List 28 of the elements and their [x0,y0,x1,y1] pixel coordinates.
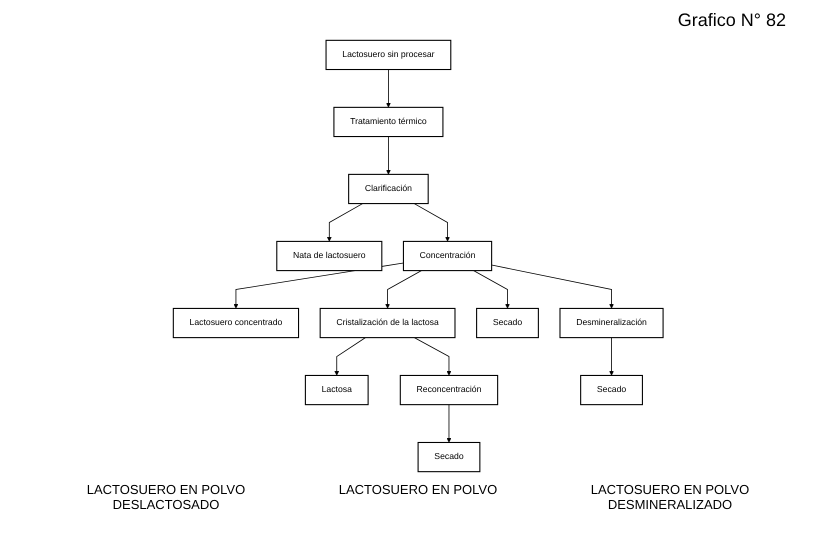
diagram-title: Grafico N° 82 [678,10,786,31]
node-box: Secado [417,442,480,472]
arrow [386,69,391,108]
node-box: Secado [580,374,643,406]
arrow [334,337,366,376]
node-box: Secado [476,308,539,338]
arrow [414,203,450,242]
arrow [446,404,452,443]
arrow [608,337,614,376]
node-box: Reconcentración [400,374,498,406]
node-box: Cristalización de la lactosa [319,308,456,338]
node-box: Clarificación [348,174,429,204]
node-box: Lactosuero concentrado [172,308,299,338]
node-box: Concentración [402,240,492,272]
arrow [326,203,363,242]
arrow [491,264,614,309]
node-box: Desmineralización [559,308,664,338]
arrow [473,270,510,309]
node-box: Lactosa [304,374,368,406]
arrow [414,337,452,376]
output-label: LACTOSUERO EN POLVO [338,482,498,499]
node-box: Tratamiento térmico [333,106,444,138]
output-label: LACTOSUERO EN POLVO DESLACTOSADO [86,482,246,512]
arrow [386,136,391,175]
output-label: LACTOSUERO EN POLVO DESMINERALIZADO [590,482,750,512]
arrow [385,270,422,309]
node-box: Lactosuero sin procesar [325,40,452,70]
node-box: Nata de lactosuero [276,240,382,272]
